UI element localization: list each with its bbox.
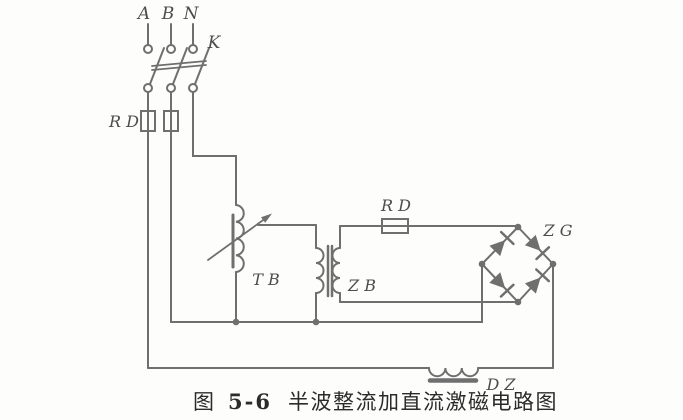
- diode-left-top-cathode: [499, 230, 515, 246]
- figure-prefix: 图: [193, 390, 214, 414]
- diode-top-right: [524, 234, 541, 251]
- switch-k-label: K: [207, 33, 222, 53]
- figure-caption: 图 5-6 半波整流加直流激磁电路图: [193, 386, 558, 416]
- zb-primary-winding: [315, 247, 325, 294]
- diode-bottom-right: [524, 277, 541, 294]
- switch-contact-lower-b: [166, 83, 176, 93]
- switch-blade-b: [172, 47, 188, 85]
- rectifier-label: Z G: [543, 221, 573, 240]
- reactor-label: D Z: [485, 375, 516, 394]
- switch-linkage-bar: [151, 64, 207, 71]
- knife-switch: [143, 23, 210, 93]
- field-reactor-dz: [427, 367, 480, 383]
- fuse-main-rd: [140, 91, 179, 369]
- junction-dot: [514, 223, 522, 231]
- diode-top-right-cathode: [535, 246, 551, 261]
- switch-contact-lower-n: [188, 83, 198, 93]
- diode-left-bottom: [489, 272, 506, 289]
- phase-a-label: A: [136, 4, 150, 24]
- fuse-body-b: [163, 110, 179, 132]
- figure-number: 5-6: [228, 389, 272, 414]
- tb-winding: [235, 204, 245, 273]
- fuse-field-label: R D: [380, 196, 411, 215]
- diode-left-top: [489, 240, 506, 257]
- diode-bottom-right-cathode: [535, 268, 551, 283]
- switch-contact-upper-b: [166, 44, 176, 54]
- wire-phase-n-run: [192, 91, 237, 206]
- tb-wiper-arrowhead: [261, 213, 272, 223]
- switch-contact-upper-n: [188, 44, 198, 54]
- phase-n-label: N: [183, 4, 200, 24]
- fuse-body-field: [381, 218, 409, 234]
- tb-wiper-arrow-shaft: [207, 217, 267, 261]
- fuse-field-rd: [339, 218, 519, 303]
- figure-title: 半波整流加直流激磁电路图: [287, 390, 558, 414]
- zb-secondary-winding: [331, 247, 341, 294]
- switch-contact-upper-a: [143, 44, 153, 54]
- autotransformer-label: T B: [252, 270, 280, 289]
- wire-common-bus: [170, 263, 483, 323]
- fuse-body-a: [140, 110, 156, 132]
- phase-b-label: B: [161, 4, 175, 24]
- wire-n-jog: [192, 91, 237, 206]
- fuse-main-label: R D: [108, 112, 139, 131]
- junction-dot: [312, 318, 320, 326]
- transformer-label: Z B: [347, 276, 376, 295]
- transformer-zb: [315, 224, 341, 323]
- junction-dot: [232, 318, 240, 326]
- switch-linkage-bar: [151, 60, 207, 67]
- diode-left-bottom-cathode: [499, 283, 515, 298]
- junction-dot: [514, 298, 522, 306]
- autotransformer-tb: [207, 204, 317, 323]
- dc-wiring: [147, 263, 554, 369]
- switch-contact-lower-a: [143, 83, 153, 93]
- dz-winding: [428, 367, 480, 378]
